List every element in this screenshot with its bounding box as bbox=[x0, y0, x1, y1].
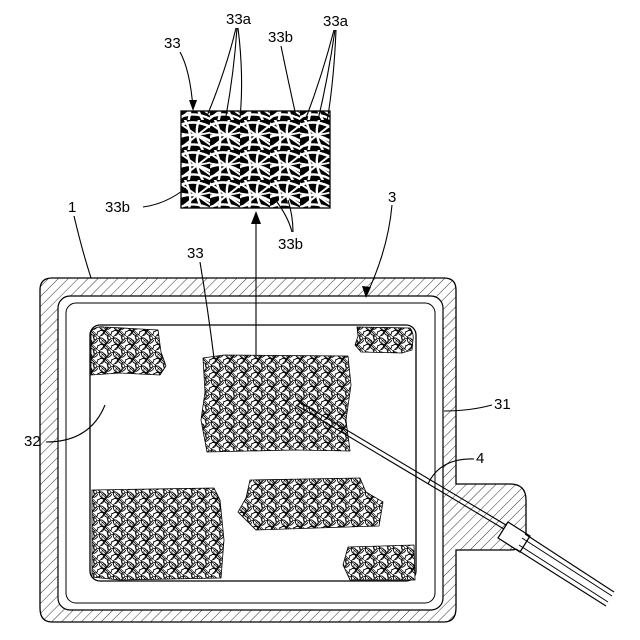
fiber-patch-1 bbox=[91, 327, 166, 375]
label-33-patch: 33 bbox=[187, 245, 204, 262]
label-33-top: 33 bbox=[164, 35, 181, 52]
label-33b-bottom: 33b bbox=[278, 236, 303, 253]
fiber-patch-3 bbox=[201, 355, 351, 452]
fiber-patch-4 bbox=[238, 478, 383, 530]
label-lead: 4 bbox=[476, 450, 484, 467]
label-electrode-region: 31 bbox=[494, 396, 511, 413]
label-device: 1 bbox=[68, 199, 76, 216]
magnify-arrowhead bbox=[251, 211, 261, 224]
magnified-fiber-view bbox=[181, 111, 330, 208]
fiber-patch-2 bbox=[355, 327, 413, 353]
label-33b-left: 33b bbox=[105, 199, 130, 216]
fiber-patch-5 bbox=[92, 488, 224, 580]
label-33b-top: 33b bbox=[268, 29, 293, 46]
fiber-patch-6 bbox=[343, 545, 415, 580]
label-33a-left: 33a bbox=[226, 11, 252, 28]
label-33a-right: 33a bbox=[323, 13, 349, 30]
label-electrode: 3 bbox=[388, 189, 396, 206]
label-base-surface: 32 bbox=[24, 433, 41, 450]
